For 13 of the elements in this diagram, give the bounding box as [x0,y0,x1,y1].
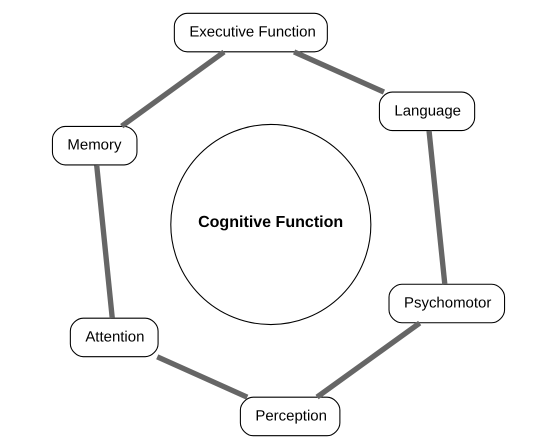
connector [156,354,248,400]
node-box: Psychomotor [388,283,506,323]
node-circle: Cognitive Function [170,123,372,325]
connector [293,48,386,94]
connector [94,164,115,318]
node-box: Language [378,91,476,131]
node-box: Memory [52,125,138,165]
connector [426,130,448,284]
node-box: Attention [70,317,159,357]
connector [316,320,422,399]
node-box: Executive Function [174,12,328,52]
node-box: Perception [240,396,340,436]
connector [120,49,226,128]
